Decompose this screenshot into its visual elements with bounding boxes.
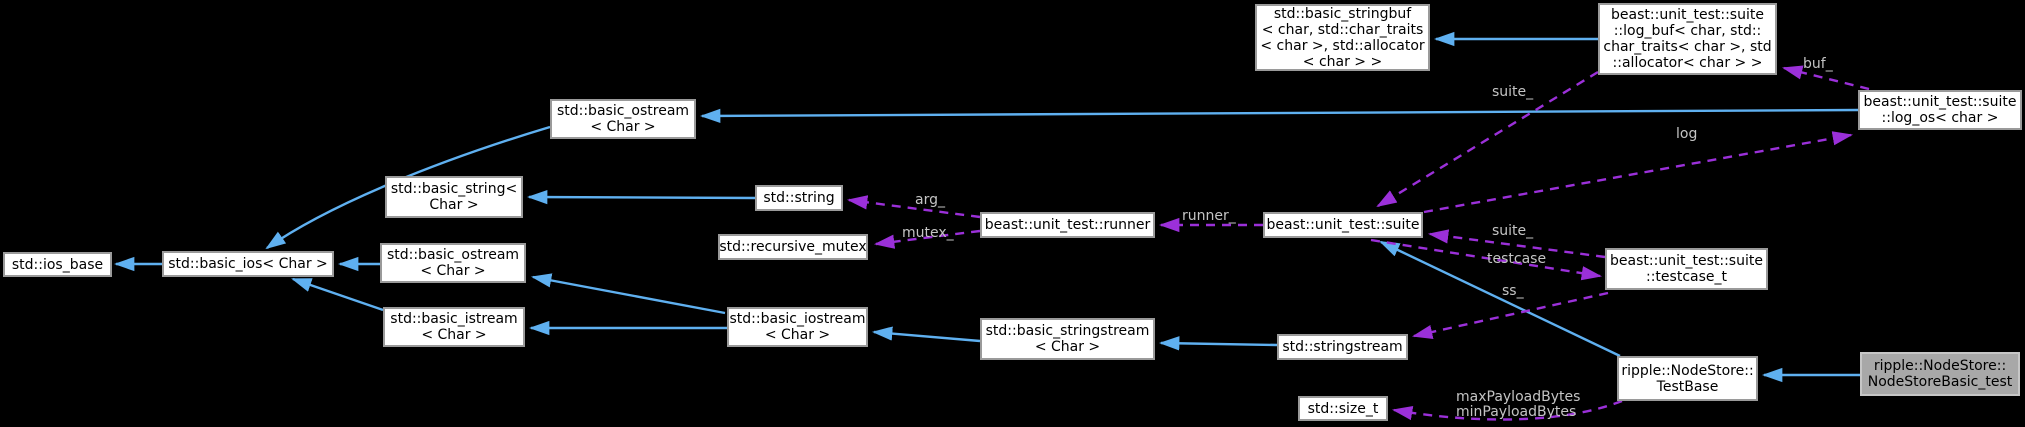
edge-testcase-t-to-suite (1427, 229, 1606, 259)
class-node-log-os-line: beast::unit_test::suite (1863, 94, 2017, 110)
class-node-testcase-t-line: ::testcase_t (1646, 269, 1727, 285)
edge-basic-iostream-to-basic-ostream (530, 273, 726, 315)
class-node-log-buf-line: char_traits< char >, std (1603, 39, 1772, 55)
edge-stringstream-to-basic-stringstream (1158, 336, 1278, 351)
edge-basic-istream-to-basic-ios (291, 277, 384, 312)
class-node-basic-ios[interactable]: std::basic_ios< Char > (162, 251, 334, 277)
class-node-basic-stringstream-line: < Char > (1034, 339, 1101, 355)
class-node-basic-iostream[interactable]: std::basic_iostream< Char > (727, 307, 868, 347)
class-node-basic-stringstream-line: std::basic_stringstream (985, 323, 1150, 339)
class-node-stringstream[interactable]: std::stringstream (1277, 334, 1408, 360)
edge-label-max-payload: maxPayloadBytes (1456, 389, 1581, 405)
edge-log-os-to-log-buf (1782, 65, 1870, 91)
edge-log-os-to-basic-ostream-top (699, 108, 1859, 124)
edge-runner-to-mutex (873, 229, 981, 249)
class-node-log-os[interactable]: beast::unit_test::suite::log_os< char > (1858, 90, 2022, 130)
class-node-basic-iostream-line: < Char > (764, 327, 831, 343)
class-node-log-buf-line: ::allocator< char > > (1612, 55, 1763, 71)
edge-label-min-payload: minPayloadBytes (1456, 404, 1577, 420)
edge-label-ss: ss_ (1502, 283, 1524, 299)
class-node-nodestore-basic-test: ripple::NodeStore::NodeStoreBasic_test (1860, 352, 2020, 396)
edge-label-mutex: mutex_ (902, 225, 954, 241)
class-node-suite-line: beast::unit_test::suite (1266, 217, 1420, 233)
class-node-basic-stringstream[interactable]: std::basic_stringstream< Char > (980, 318, 1155, 360)
class-node-basic-stringbuf-line: < char, std::char_traits (1261, 21, 1424, 38)
class-node-basic-ostream-top-line: < Char > (590, 119, 656, 135)
class-node-basic-ios-line: std::basic_ios< Char > (168, 256, 328, 272)
class-node-size-t[interactable]: std::size_t (1298, 396, 1388, 421)
edge-label-suite-mid: suite_ (1492, 223, 1534, 239)
edge-testbase-to-suite (1379, 240, 1621, 358)
class-node-testbase[interactable]: ripple::NodeStore::TestBase (1617, 356, 1758, 401)
class-node-recursive-mutex[interactable]: std::recursive_mutex (718, 234, 868, 260)
class-node-basic-string[interactable]: std::basic_string<Char > (385, 176, 523, 218)
class-node-log-os-line: ::log_os< char > (1881, 110, 1999, 126)
class-node-basic-stringbuf[interactable]: std::basic_stringbuf< char, std::char_tr… (1255, 4, 1430, 71)
edge-suite-to-testcase-t (1370, 238, 1603, 281)
class-node-nodestore-basic-test-line: ripple::NodeStore:: (1873, 358, 2007, 374)
class-node-testbase-line: ripple::NodeStore:: (1621, 362, 1754, 379)
class-node-basic-istream[interactable]: std::basic_istream< Char > (383, 307, 525, 347)
class-node-basic-ostream-mid[interactable]: std::basic_ostream< Char > (380, 243, 526, 283)
class-node-basic-ostream-top-line: std::basic_ostream (556, 103, 690, 119)
class-node-stringstream-line: std::stringstream (1282, 339, 1403, 355)
class-node-basic-stringbuf-line: < char > > (1302, 53, 1383, 70)
class-node-log-buf-line: beast::unit_test::suite (1611, 7, 1764, 23)
class-node-testcase-t-line: beast::unit_test::suite (1610, 253, 1763, 269)
class-node-ios-base[interactable]: std::ios_base (3, 252, 112, 277)
edge-log-buf-to-suite (1376, 70, 1599, 208)
edge-string-to-basic-string (526, 189, 756, 205)
edge-label-log: log (1676, 126, 1698, 142)
class-node-size-t-line: std::size_t (1307, 400, 1379, 417)
edge-label-testcase: testcase (1487, 251, 1547, 267)
class-node-testbase-line: TestBase (1656, 378, 1719, 395)
class-node-runner-line: beast::unit_test::runner (984, 217, 1151, 233)
class-node-recursive-mutex-line: std::recursive_mutex (719, 239, 867, 255)
class-node-log-buf-line: ::log_buf< char, std:: (1613, 23, 1762, 39)
edge-suite-to-log-os (1423, 131, 1854, 214)
class-node-basic-istream-line: < Char > (421, 327, 487, 343)
class-node-basic-istream-line: std::basic_istream (390, 311, 518, 327)
class-node-basic-iostream-line: std::basic_iostream (729, 311, 866, 327)
edge-label-buf: buf_ (1803, 56, 1833, 72)
class-node-basic-stringbuf-line: std::basic_stringbuf (1273, 5, 1412, 22)
class-node-runner[interactable]: beast::unit_test::runner (980, 212, 1155, 238)
edge-runner-to-string (846, 195, 981, 219)
class-node-ios-base-line: std::ios_base (11, 256, 104, 273)
edge-testcase-t-to-stringstream (1412, 291, 1609, 339)
edge-label-runner: runner_ (1182, 208, 1236, 224)
class-node-string-line: std::string (763, 190, 835, 206)
class-node-basic-string-line: Char > (429, 197, 479, 213)
class-node-basic-stringbuf-line: < char >, std::allocator (1260, 37, 1425, 54)
class-node-string[interactable]: std::string (755, 185, 843, 211)
class-node-suite[interactable]: beast::unit_test::suite (1263, 212, 1423, 238)
class-node-basic-string-line: std::basic_string< (390, 181, 518, 197)
class-node-testcase-t[interactable]: beast::unit_test::suite::testcase_t (1605, 248, 1768, 290)
class-node-basic-ostream-mid-line: std::basic_ostream (386, 247, 520, 263)
edge-label-suite-top: suite_ (1492, 84, 1534, 100)
edge-label-arg: arg_ (915, 192, 945, 208)
edge-basic-stringstream-to-basic-iostream (871, 326, 981, 343)
class-node-log-buf[interactable]: beast::unit_test::suite::log_buf< char, … (1598, 3, 1777, 75)
class-node-basic-ostream-top[interactable]: std::basic_ostream< Char > (550, 99, 696, 139)
class-node-basic-ostream-mid-line: < Char > (420, 263, 486, 279)
class-node-nodestore-basic-test-line: NodeStoreBasic_test (1867, 374, 2013, 390)
